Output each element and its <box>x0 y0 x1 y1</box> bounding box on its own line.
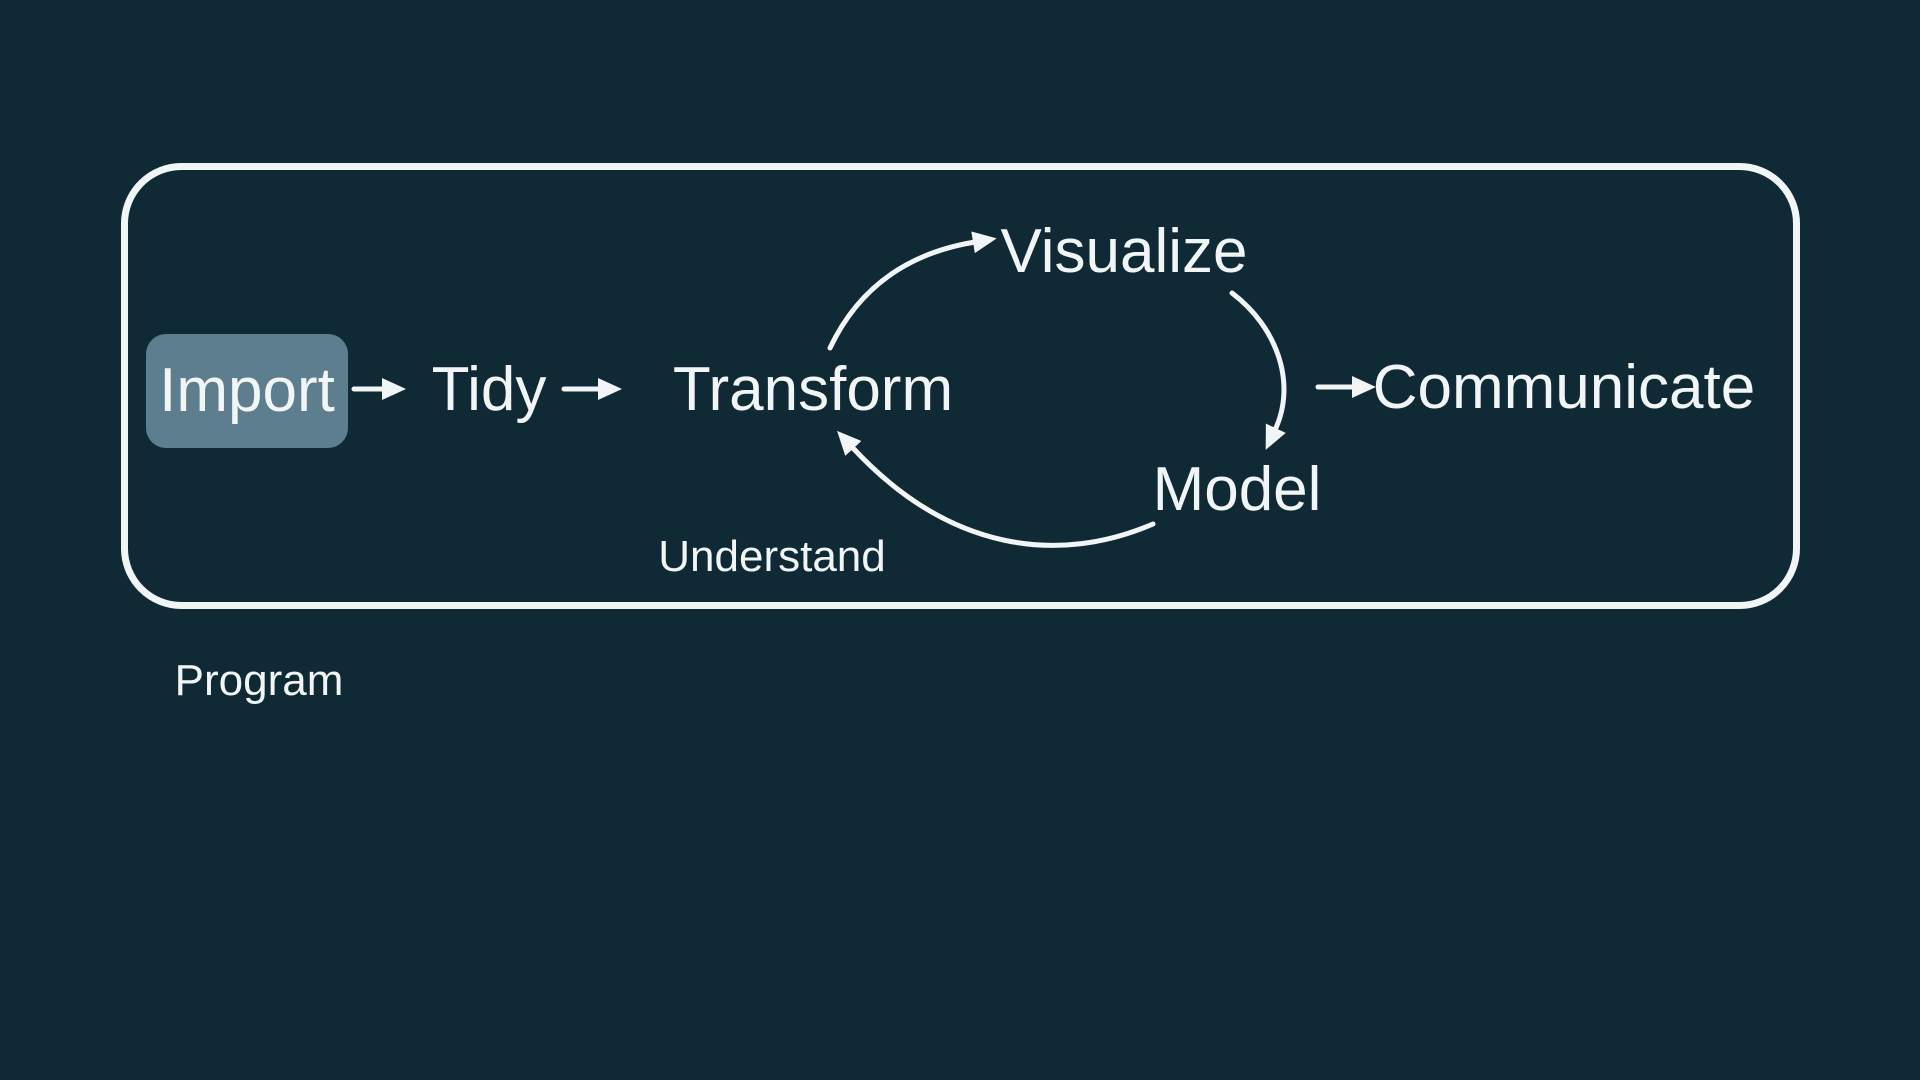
program-outline-box <box>121 163 1800 609</box>
node-import: Import <box>146 334 348 448</box>
node-tidy: Tidy <box>431 355 547 424</box>
arc-transform-to-visualize-icon <box>827 231 997 351</box>
node-import-label: Import <box>159 356 335 425</box>
program-group-label: Program <box>174 656 344 705</box>
arc-visualize-to-model-icon <box>1229 290 1287 450</box>
node-visualize: Visualize <box>1000 217 1248 286</box>
arc-model-to-transform-icon <box>837 430 1156 548</box>
understand-cycle-label: Understand <box>658 532 886 581</box>
node-model: Model <box>1152 455 1322 524</box>
node-communicate: Communicate <box>1372 353 1756 422</box>
node-transform: Transform <box>672 355 954 424</box>
